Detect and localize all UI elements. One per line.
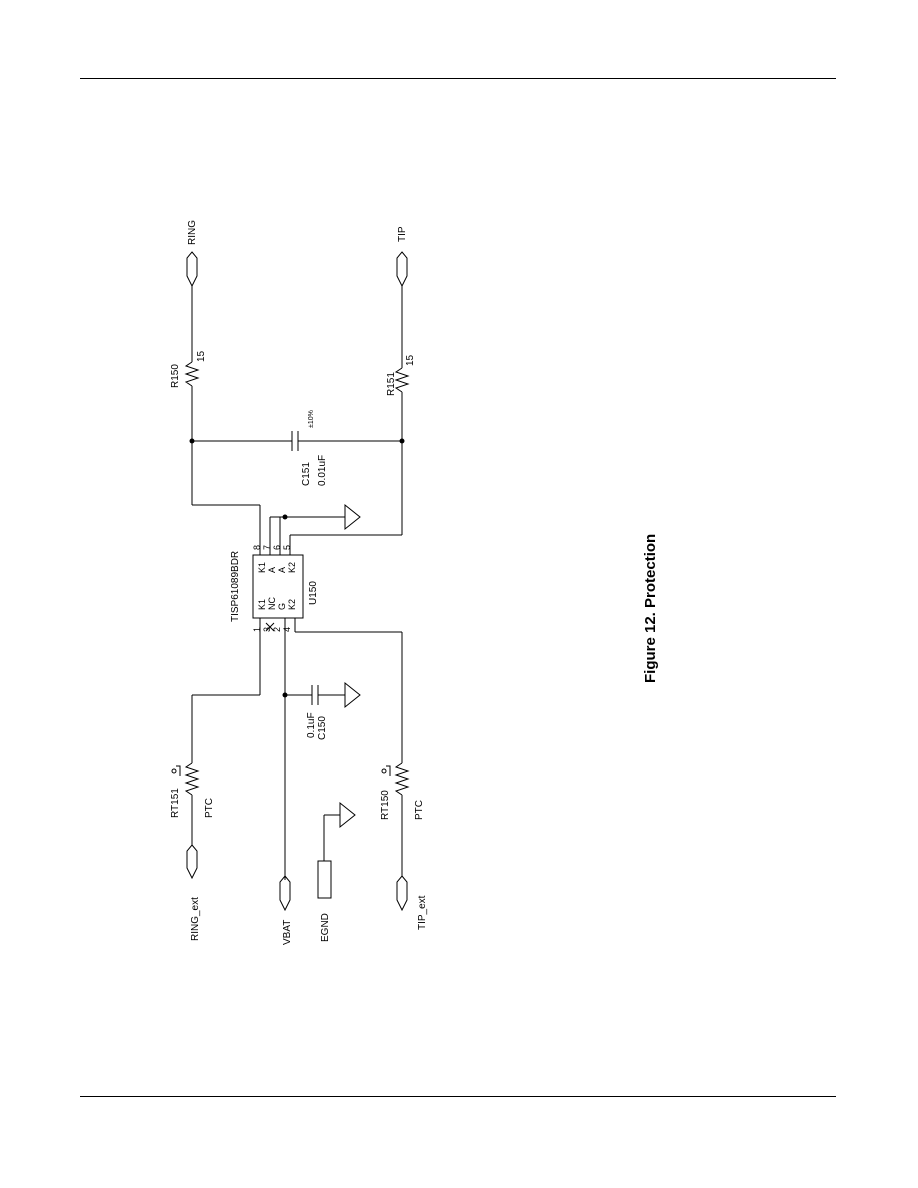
tip-ext-label: TIP_ext — [417, 895, 428, 930]
u150-pin-label-g: G — [277, 603, 287, 610]
u150-pin-label-k2-left: K2 — [287, 599, 297, 610]
u150-pin-label-a1: A — [267, 567, 277, 573]
u150-pin-label-nc: NC — [267, 597, 277, 610]
u150-pin-num-7: 7 — [262, 545, 272, 550]
figure-caption: Figure 12. Protection — [642, 534, 659, 683]
ring-ext-label: RING_ext — [190, 897, 201, 941]
tip-junction — [399, 438, 405, 444]
rt151-type: PTC — [204, 798, 215, 818]
u150-part: TISP61089BDR — [230, 551, 241, 622]
u150-pin-num-5: 5 — [282, 545, 292, 550]
r150-resistor: R150 15 — [170, 350, 207, 388]
vbat-port: VBAT — [279, 875, 293, 945]
rt150-type: PTC — [414, 800, 425, 820]
u150-pin-num-2: 2 — [272, 627, 282, 632]
rt150-ptc: RT150 PTC — [380, 762, 425, 820]
tip-port: TIP — [396, 226, 408, 288]
c150-ref: C150 — [317, 716, 328, 740]
u150-pin-num-4: 4 — [282, 627, 292, 632]
vbat-label: VBAT — [282, 920, 293, 945]
u150-ref: U150 — [308, 581, 319, 605]
r151-ref: R151 — [386, 372, 397, 396]
u150-pin-num-8: 8 — [252, 545, 262, 550]
ring-port: RING — [186, 220, 198, 288]
ring-ext-port: RING_ext — [186, 844, 201, 941]
tip-label: TIP — [397, 226, 408, 242]
u150-pin-label-a2: A — [277, 567, 287, 573]
egnd-label: EGND — [320, 913, 331, 942]
c151-capacitor: C151 0.01uF ±10% — [192, 410, 402, 486]
c150-value: 0.1uF — [306, 712, 317, 738]
footer-rule — [80, 1096, 836, 1097]
u150-ic: TISP61089BDR U150 K1 NC G K2 K1 A A K2 8… — [230, 503, 403, 880]
header-rule — [80, 78, 836, 79]
tip-ext-port: TIP_ext — [396, 875, 428, 930]
u150-pin-num-6: 6 — [272, 545, 282, 550]
r150-value: 15 — [196, 350, 207, 362]
c151-tolerance: ±10% — [308, 410, 315, 428]
egnd-symbol: EGND — [317, 801, 356, 942]
nc-pin-x-marker — [265, 622, 275, 632]
c151-value: 0.01uF — [317, 455, 328, 486]
r151-resistor: R151 15 — [386, 354, 416, 396]
u150-pin-num-1: 1 — [252, 627, 262, 632]
c151-ref: C151 — [301, 462, 312, 486]
u150-pin-label-k1-right: K1 — [257, 562, 267, 573]
rt150-ref: RT150 — [380, 790, 391, 820]
u150-pin-label-k1-left: K1 — [257, 599, 267, 610]
rt151-ref: RT151 — [170, 788, 181, 818]
u150-pin-label-k2-right: K2 — [287, 562, 297, 573]
ring-label: RING — [187, 220, 198, 245]
r151-value: 15 — [405, 354, 416, 366]
rt151-ptc: RT151 PTC — [170, 762, 215, 818]
r150-ref: R150 — [170, 364, 181, 388]
c150-capacitor: 0.1uF C150 — [282, 681, 361, 740]
